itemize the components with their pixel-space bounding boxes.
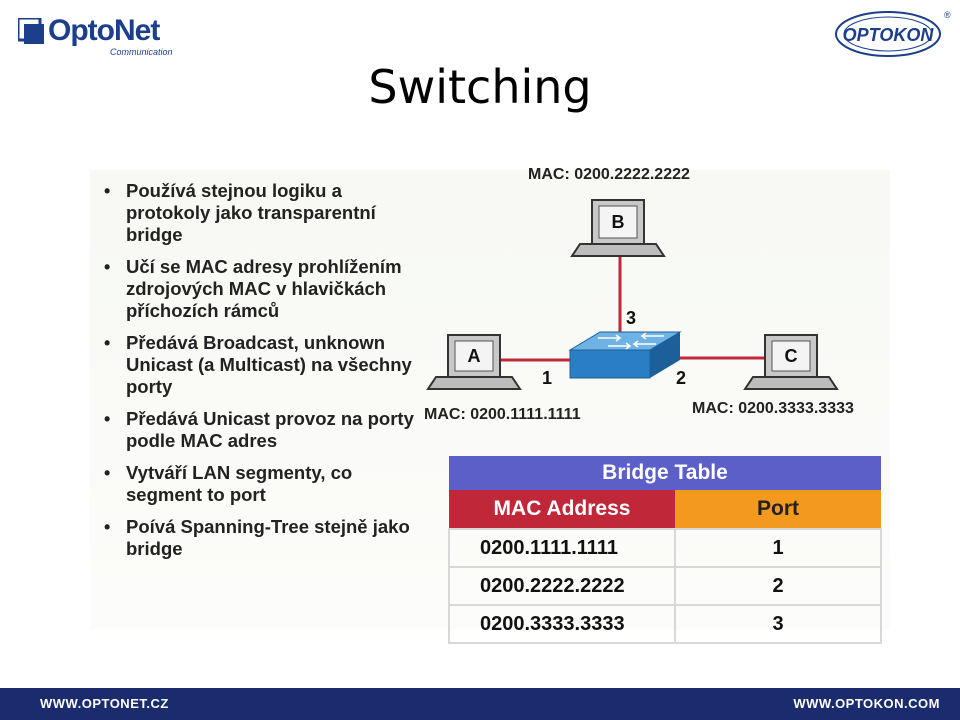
bullet-text: Předává Broadcast, unknown Unicast (a Mu… <box>126 332 412 397</box>
optokon-logo-icon: OPTOKON ® <box>835 10 951 57</box>
port-number-a: 1 <box>542 368 553 388</box>
mac-cell: 0200.2222.2222 <box>448 566 676 606</box>
page-title: Switching <box>368 60 592 114</box>
bullet-list: • Používá stejnou logiku a protokoly jako… <box>100 180 430 570</box>
network-diagram: B A C MAC: 0200.2222.2222 MAC: 0200.1111… <box>420 160 900 450</box>
mac-label-b: MAC: 0200.2222.2222 <box>528 166 690 183</box>
list-item: • Poívá Spanning-Tree stejně jako bridge <box>100 516 430 560</box>
column-header-port: Port <box>675 490 881 529</box>
bullet-icon: • <box>104 181 111 201</box>
bullet-text: Poívá Spanning-Tree stejně jako bridge <box>126 516 410 559</box>
mac-label-a: MAC: 0200.1111.1111 <box>424 406 581 423</box>
bullet-icon: • <box>104 517 111 537</box>
list-item: • Předává Unicast provoz na porty podle M… <box>100 408 430 452</box>
computer-a-icon <box>426 334 522 390</box>
bullet-text: Učí se MAC adresy prohlížením zdrojových… <box>126 256 402 321</box>
bullet-icon: • <box>104 257 111 277</box>
optokon-logo-name: OPTOKON <box>843 25 935 45</box>
table-row: 0200.1111.1111 1 <box>448 528 882 568</box>
footer-link-optokon[interactable]: WWW.OPTOKON.COM <box>793 696 940 711</box>
table-row: 0200.3333.3333 3 <box>448 604 882 644</box>
port-number-c: 2 <box>676 368 687 388</box>
bridge-table: Bridge Table MAC Address Port 0200.1111.… <box>448 456 882 644</box>
optokon-logo: OPTOKON ® <box>832 6 952 62</box>
bullet-icon: • <box>104 463 111 483</box>
bullet-icon: • <box>104 333 111 353</box>
optonet-logo: OptoNet Communication <box>18 14 178 57</box>
bullet-icon: • <box>104 409 111 429</box>
switch-icon <box>568 331 682 379</box>
port-cell: 2 <box>674 566 882 606</box>
bullet-text: Předává Unicast provoz na porty podle MA… <box>126 408 414 451</box>
host-c-label: C <box>785 346 798 366</box>
mac-cell: 0200.1111.1111 <box>448 528 676 568</box>
network-diagram-svg: B A C <box>426 199 839 390</box>
port-cell: 1 <box>674 528 882 568</box>
column-header-mac: MAC Address <box>449 490 675 529</box>
list-item: • Učí se MAC adresy prohlížením zdrojovýc… <box>100 256 430 322</box>
list-item: • Vytváří LAN segmenty, co segment to por… <box>100 462 430 506</box>
list-item: • Používá stejnou logiku a protokoly jako… <box>100 180 430 246</box>
footer-bar: WWW.OPTONET.CZ WWW.OPTOKON.COM <box>0 688 960 720</box>
computer-b-icon <box>570 199 666 257</box>
port-cell: 3 <box>674 604 882 644</box>
mac-label-c: MAC: 0200.3333.3333 <box>692 400 854 417</box>
optonet-logo-name: OptoNet <box>48 14 160 47</box>
table-row: 0200.2222.2222 2 <box>448 566 882 606</box>
list-item: • Předává Broadcast, unknown Unicast (a M… <box>100 332 430 398</box>
bullet-text: Používá stejnou logiku a protokoly jako … <box>126 180 376 245</box>
port-number-b: 3 <box>626 308 637 328</box>
computer-c-icon <box>743 334 839 390</box>
optonet-logo-sub: Communication <box>110 47 173 57</box>
optonet-logo-icon <box>18 18 44 44</box>
footer-link-optonet[interactable]: WWW.OPTONET.CZ <box>40 696 169 711</box>
host-a-label: A <box>468 346 481 366</box>
bridge-table-title: Bridge Table <box>449 456 881 490</box>
host-b-label: B <box>612 212 625 232</box>
mac-cell: 0200.3333.3333 <box>448 604 676 644</box>
bullet-text: Vytváří LAN segmenty, co segment to port <box>126 462 353 505</box>
optokon-reg-mark: ® <box>944 10 951 20</box>
